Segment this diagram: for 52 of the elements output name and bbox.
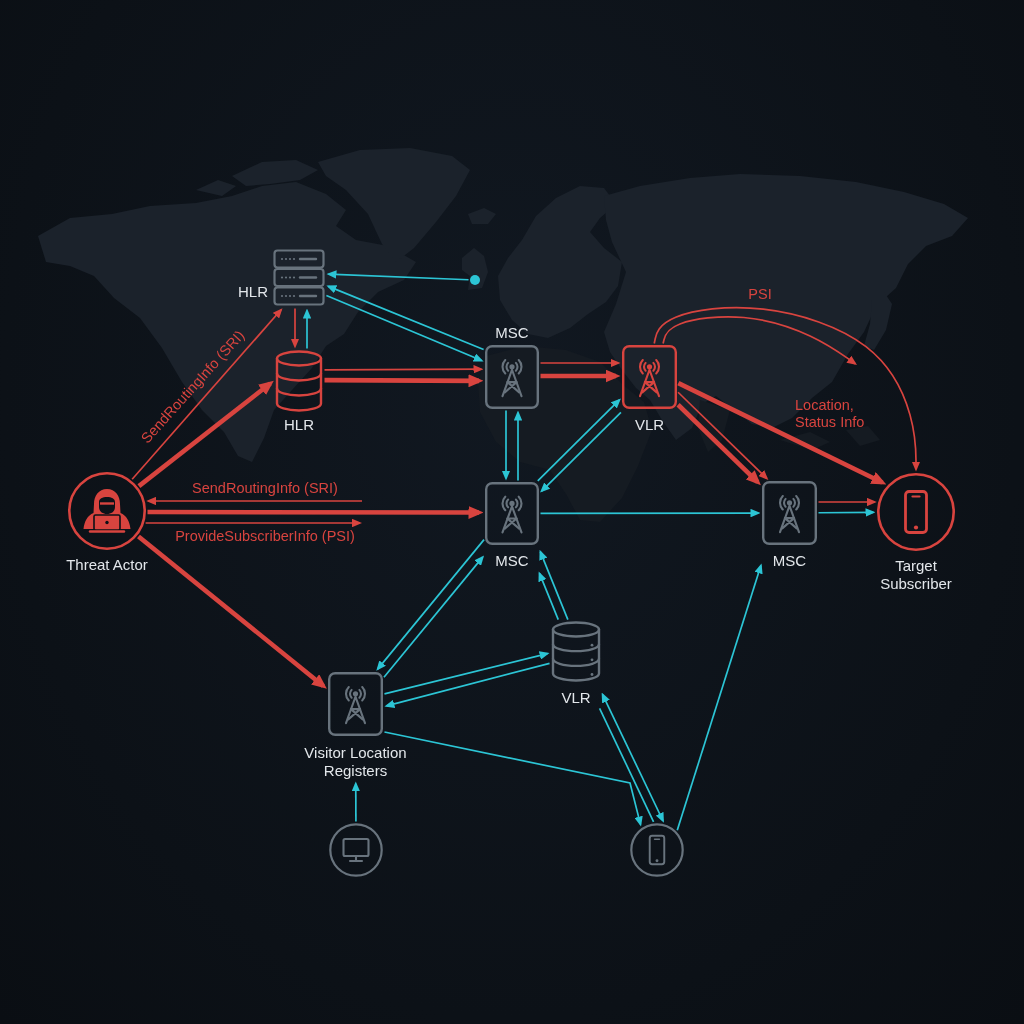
arrow (383, 651, 550, 695)
arrow (323, 364, 484, 374)
node-label: MSC (772, 552, 807, 570)
arrow (137, 380, 274, 488)
arrow (324, 374, 484, 388)
curved-arrow (662, 316, 857, 365)
edge-label: Location, Status Info (795, 397, 866, 431)
node-label: Threat Actor (66, 556, 148, 574)
arrow (384, 662, 551, 709)
arrow (351, 781, 361, 823)
double-headed-arrow (601, 692, 664, 823)
arrow (817, 497, 877, 507)
arrow (677, 391, 769, 480)
arrow (513, 410, 523, 482)
arrow (144, 518, 362, 528)
node-label: VLR (561, 689, 591, 707)
arrow (817, 508, 876, 517)
connector-line (598, 707, 655, 823)
arrow (540, 369, 621, 383)
arrow (290, 307, 300, 349)
arrow (539, 508, 761, 518)
arrow (383, 555, 485, 679)
arrow (147, 505, 484, 519)
node-label: HLR (284, 416, 314, 434)
edge-label: SendRoutingInfo (SRI) (192, 480, 338, 497)
curved-arrow (653, 306, 921, 472)
node-label: VLR (634, 416, 665, 434)
node-label: Target Subscriber (879, 557, 953, 593)
arrow (538, 571, 560, 621)
node-label: HLR (238, 283, 268, 301)
arrow (131, 308, 283, 481)
arrow (539, 358, 621, 368)
arrow (539, 549, 569, 621)
arrow (501, 409, 511, 481)
arrow (676, 563, 763, 832)
arrow (137, 534, 327, 689)
arrow (383, 731, 643, 827)
edge-label: ProvideSubscriberInfo (PSI) (175, 528, 355, 545)
arrow (325, 294, 484, 362)
arrow (536, 398, 621, 482)
node-label: MSC (495, 552, 529, 570)
arrow (677, 381, 887, 485)
node-label: Visitor Location Registers (303, 744, 408, 780)
edge-label: PSI (748, 286, 772, 303)
arrow (676, 403, 761, 486)
arrow (540, 411, 622, 493)
node-label: MSC (495, 324, 529, 342)
arrow (302, 308, 312, 350)
arrow (326, 270, 470, 281)
arrow (376, 538, 485, 671)
arrow (326, 285, 485, 351)
arrow (146, 496, 363, 506)
